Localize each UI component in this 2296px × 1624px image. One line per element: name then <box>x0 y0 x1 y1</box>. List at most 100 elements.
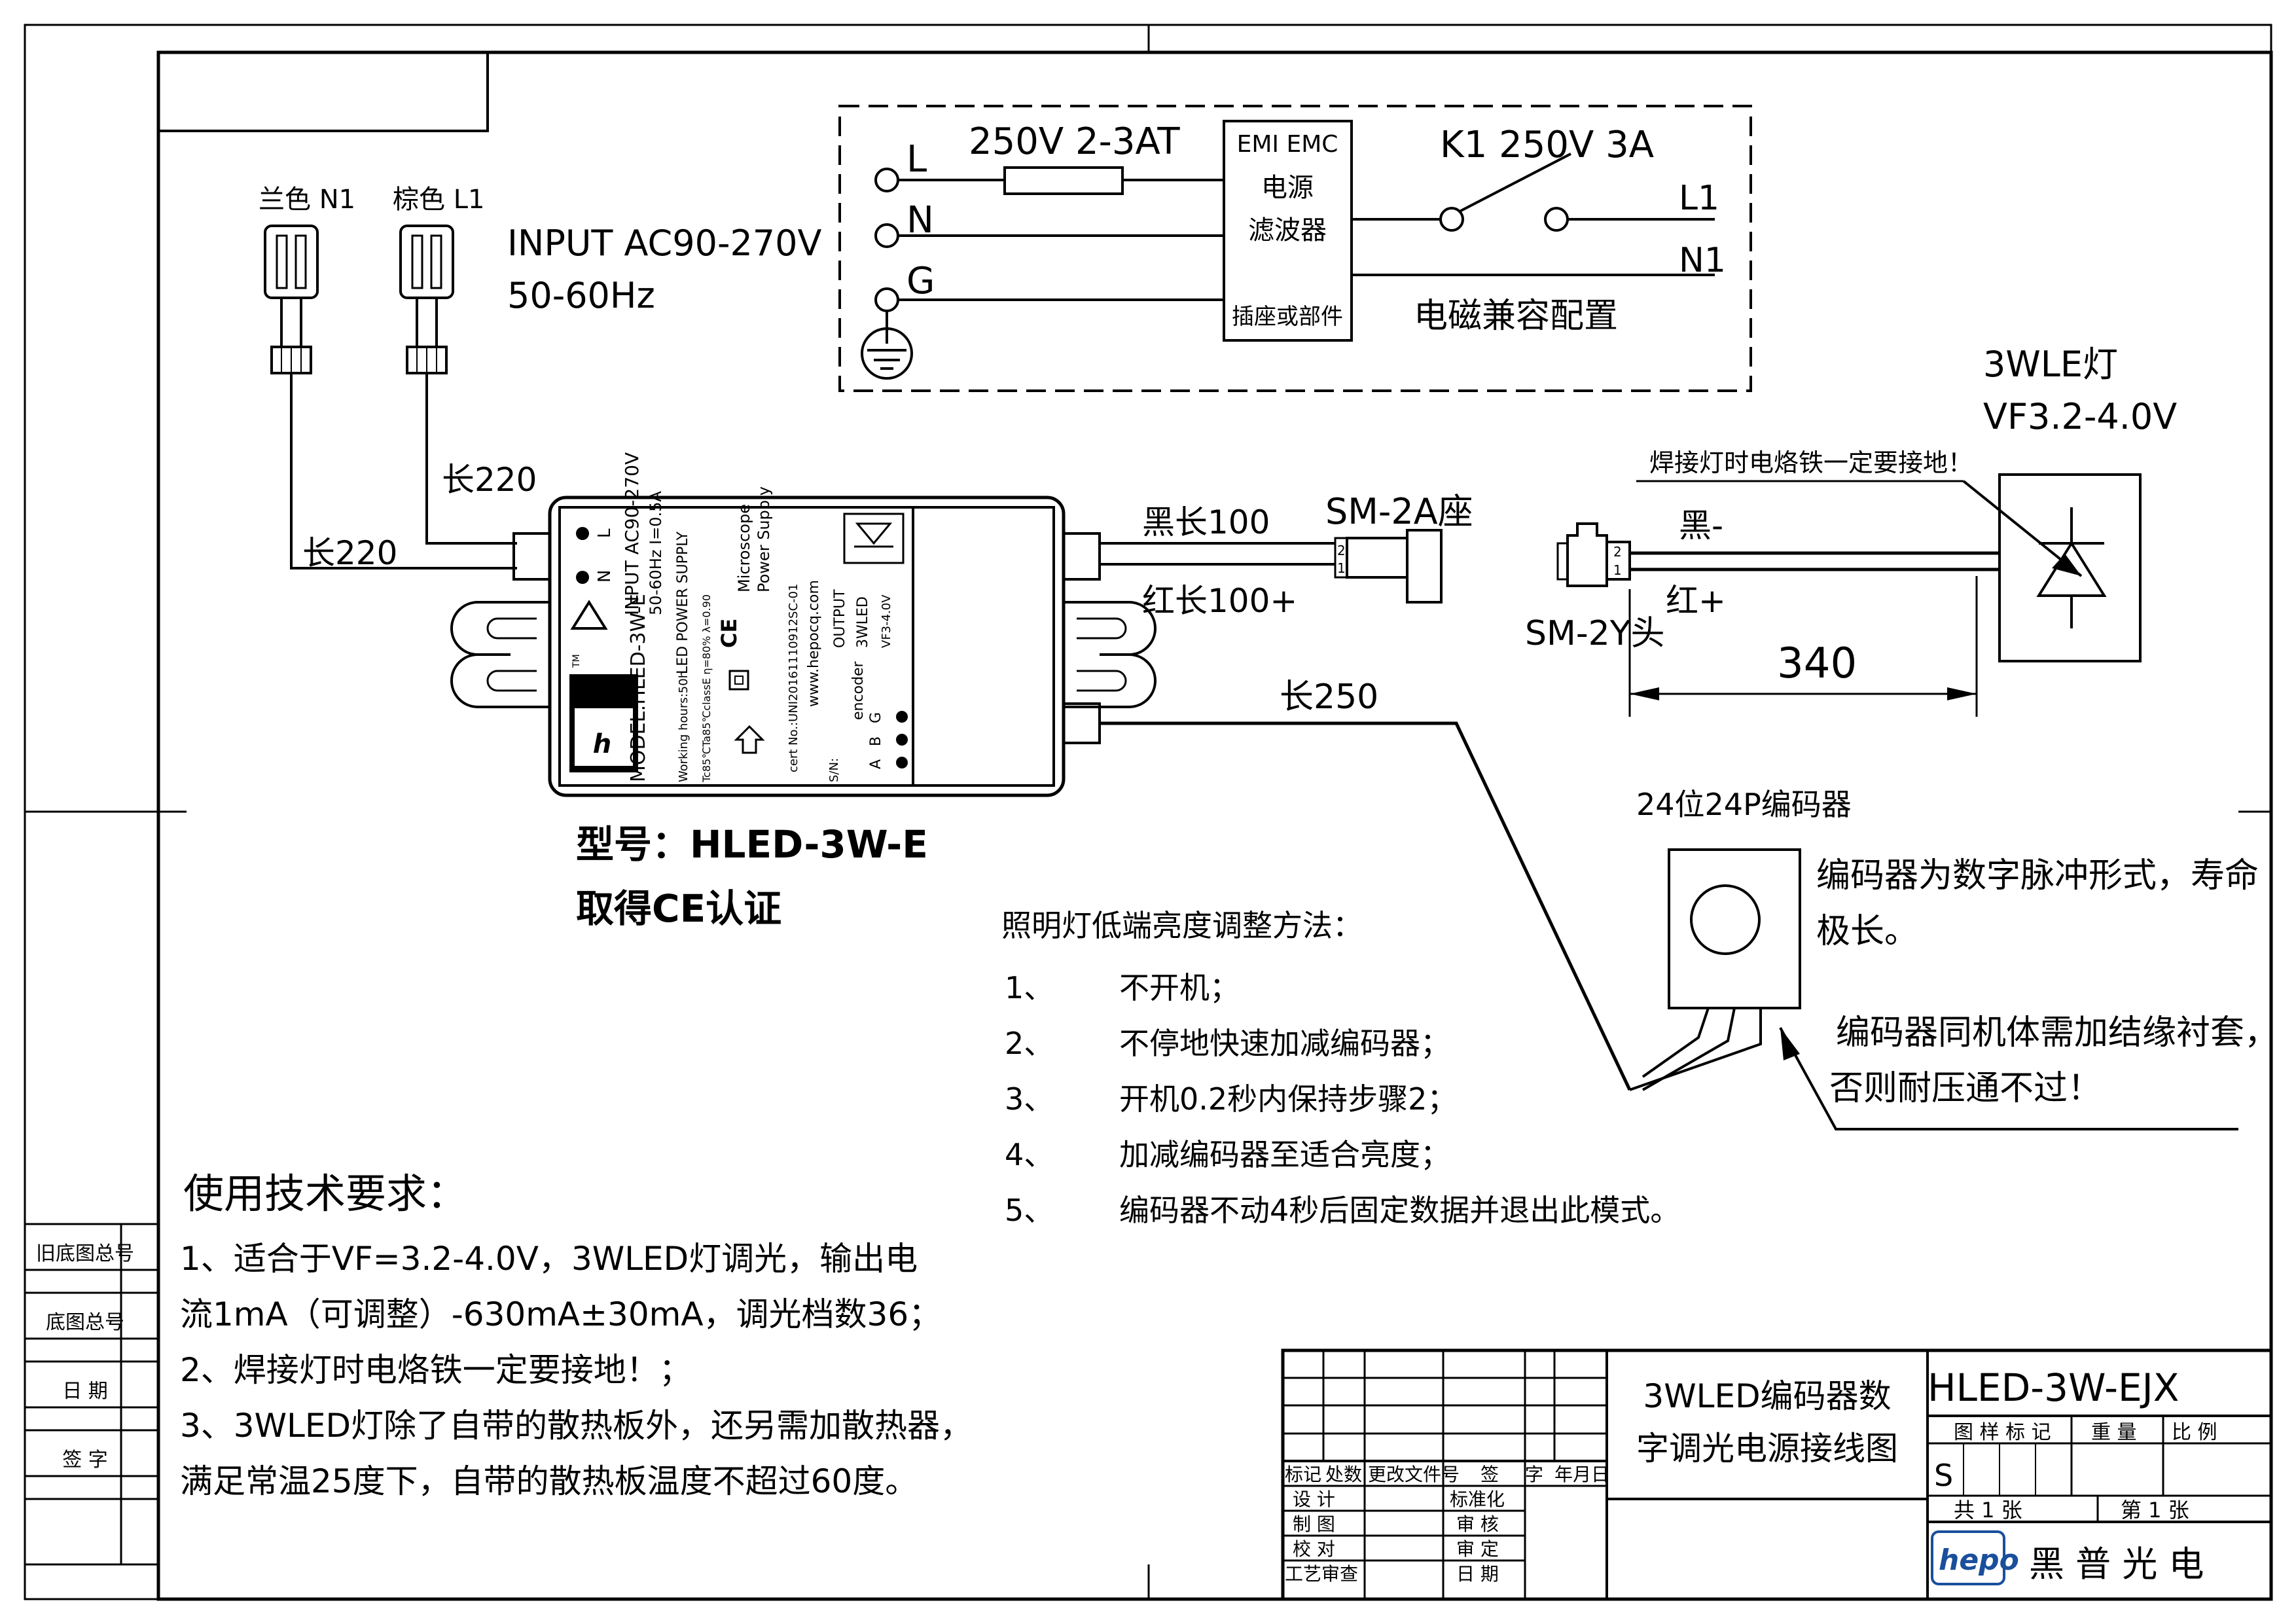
meta-scale: 比 例 <box>2172 1421 2217 1444</box>
recycle-icon <box>734 725 765 754</box>
drawing-title-line2: 字调光电源接线图 <box>1636 1430 1898 1468</box>
requirement-line-3: 2、焊接灯时电烙铁一定要接地！； <box>180 1351 692 1389</box>
switch-rating: K1 250V 3A <box>1440 124 1654 166</box>
role-standardize: 标准化 <box>1450 1489 1505 1510</box>
technical-requirements: 使用技术要求： 1、适合于VF=3.2-4.0V，3WLED灯调光，输出电 流1… <box>180 1170 973 1500</box>
sm2y-plug: 2 1 <box>1556 522 1631 587</box>
pin-b-label: B <box>868 736 884 746</box>
red-wire-length: 红长100+ <box>1142 582 1297 620</box>
sheet-total: 共 1 张 <box>1954 1498 2022 1523</box>
encoder-knob <box>1690 884 1761 955</box>
hepo-logo-text: h <box>593 729 611 759</box>
role-draft: 制 图 <box>1293 1513 1335 1535</box>
sm2y-pin2: 2 <box>1613 544 1622 560</box>
strip-signature: 签 字 <box>62 1449 108 1471</box>
lamp-black-wire: 黑- <box>1679 507 1723 545</box>
role-check: 校 对 <box>1293 1538 1335 1560</box>
blue-wire-terminal <box>264 225 319 374</box>
company-logo-text: hepo <box>1939 1543 2019 1577</box>
pin-n-dot <box>576 571 589 584</box>
lamp-length-value: 340 <box>1777 640 1857 688</box>
encoder-title: 24位24P编码器 <box>1636 787 1852 822</box>
lamp-red-wire: 红+ <box>1666 582 1726 620</box>
role-process-review: 工艺审查 <box>1285 1563 1358 1585</box>
blue-wire-length: 长220 <box>302 534 397 572</box>
emc-config-box: L N G 250V 2-3AT EMI EMC 电源 滤波器 插座或部件 K1… <box>838 105 1752 392</box>
driver-module: h TM L N MODEL:HLED-3W-E INPUT AC90-270V… <box>450 452 1157 931</box>
warning-triangle-icon <box>570 600 608 630</box>
driver-sn: S/N: <box>827 758 841 782</box>
terminal-l <box>874 168 899 192</box>
driver-model-text: MODEL:HLED-3W-E <box>627 594 650 782</box>
terminal-l-label: L <box>906 138 927 181</box>
method-step-3-text: 开机0.2秒内保持步骤2； <box>1119 1081 1457 1117</box>
sheet-frame <box>24 24 2273 1601</box>
terminal-g-label: G <box>906 260 935 302</box>
brown-wire-terminal <box>399 225 454 374</box>
model-caption: 型号：HLED-3W-E <box>576 822 928 867</box>
output-n1-label: N1 <box>1679 241 1726 280</box>
lamp-title: 3WLE灯 <box>1983 344 2118 385</box>
tm-mark: TM <box>571 654 582 668</box>
input-wires: 兰色 N1 棕色 L1 INPUT AC90-270V 5 <box>259 185 822 572</box>
encoder-assembly: 24位24P编码器 编码器为数字脉冲形式，寿命 极长。 编码器同机体需加结缘衬套… <box>1629 787 2278 1130</box>
role-approve: 审 定 <box>1456 1538 1499 1560</box>
driver-subtitle: LED POWER SUPPLY <box>675 531 691 674</box>
pin-b-dot <box>896 734 908 746</box>
filter-label-filter: 滤波器 <box>1248 215 1327 245</box>
led-lamp-body <box>1998 473 2142 662</box>
role-audit: 审 核 <box>1456 1513 1499 1535</box>
method-step-2-num: 2、 <box>1005 1026 1054 1061</box>
filter-label-emi: EMI EMC <box>1237 131 1338 158</box>
terminal-n <box>874 223 899 248</box>
encoder-note2-line2: 否则耐压通不过！ <box>1829 1069 2102 1108</box>
company-logo: hepo <box>1931 1530 2019 1585</box>
drawing-number: HLED-3W-EJX <box>1928 1365 2179 1410</box>
terminal-g <box>874 287 899 312</box>
filter-label-socket: 插座或部件 <box>1232 304 1343 330</box>
driver-mount-left <box>450 601 550 708</box>
strip-old-base-number: 旧底图总号 <box>36 1242 134 1265</box>
meta-weight: 重 量 <box>2091 1421 2137 1444</box>
requirement-line-1: 1、适合于VF=3.2-4.0V，3WLED灯调光，输出电 <box>180 1240 918 1278</box>
left-binding-strip: 旧底图总号 底图总号 日 期 签 字 <box>25 1223 158 1566</box>
emc-caption: 电磁兼容配置 <box>1414 297 1618 336</box>
method-step-4-num: 4、 <box>1005 1137 1054 1172</box>
driver-mount-right <box>1064 601 1157 708</box>
encoder-note2-leader <box>1779 1027 2238 1130</box>
sm2a-pin2: 2 <box>1337 543 1346 558</box>
encoder-note1-line1: 编码器为数字脉冲形式，寿命 <box>1816 856 2259 895</box>
switch-blade <box>1459 153 1571 213</box>
col-header-mark: 标记 <box>1285 1464 1321 1485</box>
driver-encoder-label: encoder <box>850 660 867 720</box>
col-header-count: 处数 <box>1325 1464 1362 1485</box>
sm2y-plug-label: SM-2Y头 <box>1525 614 1665 653</box>
class-ii-icon <box>728 670 749 691</box>
emi-filter-block <box>1223 120 1353 342</box>
driver-rating: Tc85℃Ta85℃classE η=80% λ=0.90 <box>700 594 713 783</box>
filter-label-power: 电源 <box>1261 173 1314 203</box>
col-header-sign: 签 <box>1480 1464 1499 1485</box>
requirement-line-2: 流1mA（可调整）-630mA±30mA，调光档数36； <box>180 1295 941 1333</box>
requirement-line-4: 3、3WLED灯除了自带的散热板外，还另需加散热器， <box>180 1407 973 1445</box>
driver-maker-line1: Microscope <box>735 504 753 592</box>
method-step-5-text: 编码器不动4秒后固定数据并退出此模式。 <box>1119 1193 1680 1228</box>
solder-note: 焊接灯时电烙铁一定要接地！ <box>1649 448 1973 477</box>
strip-base-number: 底图总号 <box>46 1311 124 1334</box>
driver-working-hours: Working hours:50h <box>677 671 691 782</box>
encoder-note2-line1: 编码器同机体需加结缘衬套， <box>1836 1013 2278 1053</box>
switch-contact-b <box>1544 207 1569 232</box>
sheet-index: 第 1 张 <box>2121 1498 2189 1523</box>
cert-caption: 取得CE认证 <box>576 886 781 931</box>
driver-output-diode-icon <box>843 513 905 564</box>
sheet-mark: S <box>1934 1458 1953 1493</box>
brown-wire-label: 棕色 L1 <box>393 185 484 215</box>
input-frequency-text: 50-60Hz <box>507 275 655 316</box>
sm2a-socket-body <box>1406 529 1443 604</box>
encoder-cable <box>1100 721 1632 1091</box>
encoder-body <box>1668 848 1801 1009</box>
switch-contact-a <box>1439 207 1464 232</box>
pin-l-label: L <box>595 528 615 538</box>
adjustment-method: 照明灯低端亮度调整方法： 1、 不开机； 2、 不停地快速加减编码器； 3、 开… <box>1001 908 1680 1228</box>
